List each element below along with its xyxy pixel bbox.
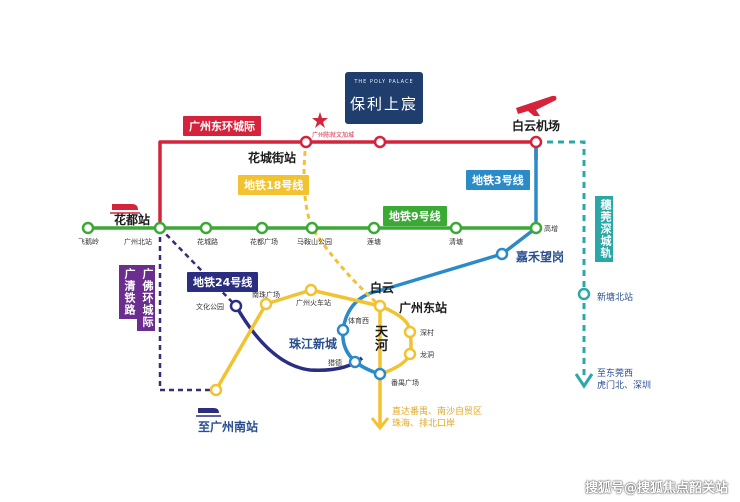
label-zhujiang: 珠江新城: [289, 337, 338, 351]
dest-dongguan-line2: 虎门北、深圳: [597, 381, 652, 391]
station-qingtang[interactable]: [449, 221, 463, 235]
station-airport[interactable]: [529, 135, 543, 149]
station-xintang-north[interactable]: [577, 287, 591, 301]
label-xintang-north: 新塘北站: [597, 293, 634, 303]
label-huacheng-road: 花城路: [197, 238, 218, 246]
station-liantang[interactable]: [367, 221, 381, 235]
dest-panyu-line1: 直达番禺、南沙自贸区: [392, 407, 483, 417]
project-label: 广州陈就文加城: [312, 132, 355, 139]
metro18-dashed: [302, 141, 382, 308]
station-gaozeng[interactable]: [529, 221, 543, 235]
label-tianhe: 天河: [375, 325, 389, 354]
logo-chinese: 保利上宸: [349, 95, 418, 113]
dest-panyu: 直达番禺、南沙自贸区 珠海、排北口岸: [392, 406, 482, 430]
label-guangzhou-south: 至广州南站: [198, 420, 259, 434]
train-icon-south: [196, 408, 221, 417]
station-malingshan[interactable]: [305, 221, 319, 235]
suiguan-arrow: [574, 373, 594, 389]
label-guangzhou-east: 广州东站: [399, 301, 448, 315]
station-panyu-square[interactable]: [373, 367, 387, 381]
station-guangzhou-south[interactable]: [209, 383, 223, 397]
station-wenhua-park[interactable]: [229, 299, 243, 313]
label-shencun: 深村: [420, 329, 434, 337]
label-gaozeng: 高增: [544, 225, 558, 233]
station-huacheng-road[interactable]: [199, 221, 213, 235]
station-zhujiang[interactable]: [348, 355, 362, 369]
station-huadu-square[interactable]: [255, 221, 269, 235]
label-feieling: 飞鹅岭: [78, 238, 99, 246]
airplane-icon: [516, 95, 557, 116]
project-logo: THE POLY PALACE 保利上宸: [345, 72, 423, 124]
station-red-2[interactable]: [373, 135, 387, 149]
label-panyu-square: 番禺广场: [391, 379, 419, 387]
metro18-line: [214, 288, 382, 425]
metro9-tag: 地铁9号线: [383, 206, 447, 226]
label-guangzhou-north: 广州北站: [124, 238, 152, 246]
label-longdong: 龙洞: [420, 351, 434, 359]
label-nanpu: 南珠广场: [252, 291, 280, 299]
metro18-tag: 地铁18号线: [238, 175, 310, 195]
dest-dongguan: 至东莞西 虎门北、深圳: [597, 368, 651, 392]
label-airport: 白云机场: [512, 119, 561, 133]
station-huadu[interactable]: [153, 221, 167, 235]
metro24-tag: 地铁24号线: [187, 272, 259, 292]
metro18-branch: [379, 304, 413, 376]
label-jiahewanggang: 嘉禾望岗: [516, 250, 565, 264]
star-icon: [312, 112, 328, 128]
metro24-line: [234, 305, 364, 372]
ring-railway-tag: 广州东环城际: [183, 116, 261, 136]
label-wenhua-park: 文化公园: [196, 303, 224, 311]
suiguan-dashed-line: [536, 140, 586, 378]
logo-english: THE POLY PALACE: [354, 79, 414, 85]
station-tiyuxi[interactable]: [336, 323, 350, 337]
label-malingshan: 马鞍山公园: [297, 238, 332, 246]
metro18-arrow: [370, 417, 390, 431]
dest-dongguan-line1: 至东莞西: [597, 369, 634, 379]
suiguan-tag: 穗莞深城轨: [595, 196, 613, 262]
train-icon: [110, 204, 140, 214]
label-huachengjie: 花城街站: [248, 151, 297, 165]
label-huochezhan: 广州火车站: [296, 299, 331, 307]
station-jiahewanggang[interactable]: [495, 247, 509, 261]
watermark: 搜狐号@搜狐焦点韶关站: [584, 481, 728, 496]
label-liedi: 猎德: [328, 359, 342, 367]
guangqing-tag: 广清铁路: [119, 265, 137, 319]
label-liantang: 莲塘: [367, 238, 381, 246]
label-qingtang: 清塘: [449, 238, 463, 246]
station-nanpu[interactable]: [259, 297, 273, 311]
station-huochezhan[interactable]: [304, 283, 318, 297]
station-huachengjie[interactable]: [299, 135, 313, 149]
label-baiyun: 白云: [370, 281, 395, 295]
guangfo-dashed-line: [158, 227, 237, 392]
station-feieling[interactable]: [81, 221, 95, 235]
station-guangzhou-east[interactable]: [373, 299, 387, 313]
label-huadu: 花都站: [114, 213, 151, 227]
guangfo-tag: 广佛环城际: [137, 265, 155, 331]
dest-panyu-line2: 珠海、排北口岸: [392, 419, 456, 429]
station-longdong[interactable]: [403, 347, 417, 361]
metro3-tag: 地铁3号线: [466, 170, 530, 190]
label-tiyuxi: 体育西: [348, 317, 369, 325]
station-shencun[interactable]: [403, 325, 417, 339]
label-huadu-square: 花都广场: [250, 238, 278, 246]
